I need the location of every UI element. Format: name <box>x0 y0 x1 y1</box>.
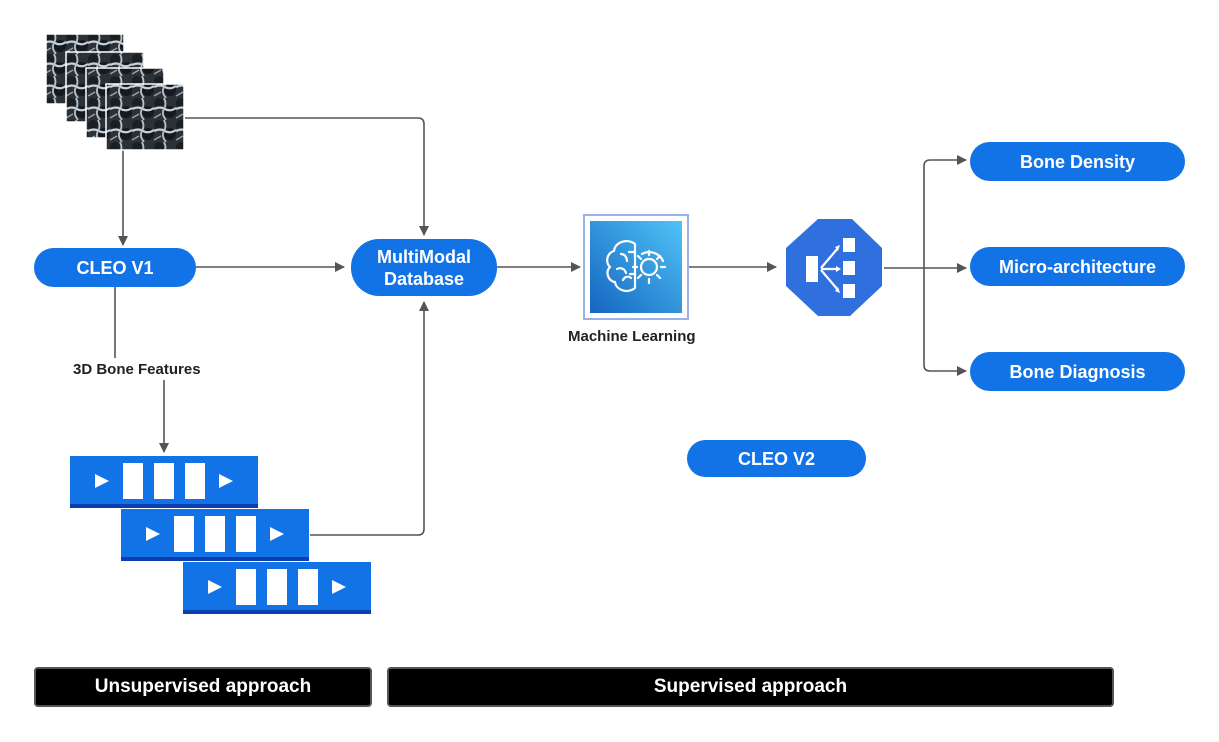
bone-density-label: Bone Density <box>1019 151 1136 172</box>
unsupervised-approach-bar: Unsupervised approach <box>34 667 372 707</box>
machine-learning-icon <box>583 214 689 320</box>
cleo-v2-label: CLEO V2 <box>737 448 816 469</box>
edge-strips-to-multimodal <box>310 301 429 536</box>
micro-architecture-label: Micro-architecture <box>998 256 1157 277</box>
bone-features-label: 3D Bone Features <box>73 361 201 378</box>
edge-to-bone-diagnosis <box>923 268 967 376</box>
cleo-v2-node: CLEO V2 <box>687 440 866 477</box>
cleo-v1-label: CLEO V1 <box>76 257 154 278</box>
unsupervised-approach-label: Unsupervised approach <box>94 676 312 697</box>
bone-diagnosis-node: Bone Diagnosis <box>970 352 1185 391</box>
edge-images-to-multimodal <box>185 117 429 236</box>
feature-strip-3 <box>183 562 371 614</box>
machine-learning-label: Machine Learning <box>568 328 696 345</box>
multimodal-label-line2: Database <box>383 268 465 289</box>
edge-to-bone-density <box>923 155 967 268</box>
multimodal-database-node: MultiModal Database <box>351 239 497 296</box>
micro-architecture-node: Micro-architecture <box>970 247 1185 286</box>
multimodal-label-line1: MultiModal <box>377 246 471 267</box>
feature-strip-1 <box>70 456 258 508</box>
feature-strips-image <box>70 456 371 614</box>
bone-density-node: Bone Density <box>970 142 1185 181</box>
classifier-icon <box>786 219 882 316</box>
cleo-v1-node: CLEO V1 <box>34 248 196 287</box>
bone-scan-stack-image <box>45 33 185 151</box>
supervised-approach-bar: Supervised approach <box>387 667 1114 707</box>
feature-strip-2 <box>121 509 309 561</box>
bone-diagnosis-label: Bone Diagnosis <box>1009 361 1146 382</box>
supervised-approach-label: Supervised approach <box>653 676 848 697</box>
